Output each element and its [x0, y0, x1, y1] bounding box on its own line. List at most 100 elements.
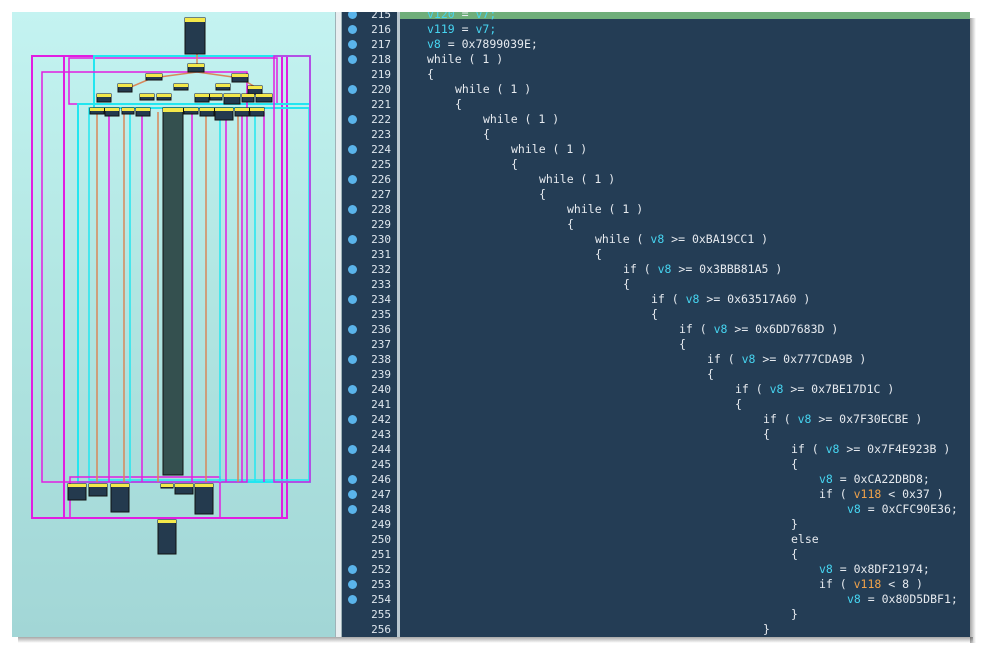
code-line[interactable]: v120 = v7; [427, 12, 496, 22]
gutter-line[interactable]: 222 [342, 112, 397, 127]
variable-token[interactable]: v8 [847, 502, 861, 516]
code-line[interactable]: { [539, 187, 546, 202]
gutter-line[interactable]: 253 [342, 577, 397, 592]
breakpoint-dot-icon[interactable] [348, 205, 357, 214]
code-line[interactable]: { [791, 457, 798, 472]
gutter-line[interactable]: 252 [342, 562, 397, 577]
breakpoint-dot-icon[interactable] [348, 325, 357, 334]
code-line[interactable]: { [651, 307, 658, 322]
breakpoint-dot-icon[interactable] [348, 295, 357, 304]
code-line[interactable]: v119 = v7; [427, 22, 496, 37]
code-line[interactable]: { [679, 337, 686, 352]
gutter-line[interactable]: 251 [342, 547, 397, 562]
gutter-line[interactable]: 217 [342, 37, 397, 52]
graph-node[interactable] [110, 483, 130, 513]
variable-token[interactable]: v120 [427, 12, 455, 21]
code-line[interactable]: while ( 1 ) [455, 82, 531, 97]
gutter-line[interactable]: 228 [342, 202, 397, 217]
breakpoint-dot-icon[interactable] [348, 445, 357, 454]
code-line[interactable]: { [595, 247, 602, 262]
variable-token[interactable]: v8 [819, 472, 833, 486]
variable-token[interactable]: v8 [685, 292, 700, 306]
variable-token[interactable]: v7; [475, 12, 497, 21]
code-line[interactable]: if ( v118 < 0x37 ) [819, 487, 944, 502]
gutter-line[interactable]: 233 [342, 277, 397, 292]
graph-node[interactable] [157, 519, 177, 555]
code-line[interactable]: while ( v8 >= 0xBA19CC1 ) [595, 232, 768, 247]
gutter-line[interactable]: 238 [342, 352, 397, 367]
gutter-line[interactable]: 219 [342, 67, 397, 82]
breakpoint-dot-icon[interactable] [348, 40, 357, 49]
breakpoint-dot-icon[interactable] [348, 25, 357, 34]
breakpoint-dot-icon[interactable] [348, 115, 357, 124]
gutter-line[interactable]: 247 [342, 487, 397, 502]
gutter-line[interactable]: 229 [342, 217, 397, 232]
breakpoint-dot-icon[interactable] [348, 475, 357, 484]
variable-token[interactable]: v8 [427, 37, 441, 51]
code-line[interactable]: while ( 1 ) [567, 202, 643, 217]
code-line[interactable]: while ( 1 ) [511, 142, 587, 157]
code-line[interactable]: if ( v8 >= 0x777CDA9B ) [707, 352, 866, 367]
code-line[interactable]: { [763, 427, 770, 442]
graph-node-large[interactable] [162, 107, 184, 476]
variable-token[interactable]: v8 [769, 382, 784, 396]
variable-token[interactable]: v7; [475, 22, 497, 36]
breakpoint-dot-icon[interactable] [348, 355, 357, 364]
gutter-line[interactable]: 250 [342, 532, 397, 547]
breakpoint-dot-icon[interactable] [348, 175, 357, 184]
gutter-line[interactable]: 227 [342, 187, 397, 202]
gutter-line[interactable]: 245 [342, 457, 397, 472]
code-line[interactable]: { [791, 547, 798, 562]
code-line[interactable]: while ( 1 ) [539, 172, 615, 187]
gutter-line[interactable]: 216 [342, 22, 397, 37]
breakpoint-dot-icon[interactable] [348, 580, 357, 589]
graph-nodes[interactable] [67, 17, 273, 555]
code-line[interactable]: if ( v8 >= 0x7F30ECBE ) [763, 412, 922, 427]
breakpoint-dot-icon[interactable] [348, 565, 357, 574]
gutter-line[interactable]: 235 [342, 307, 397, 322]
code-line[interactable]: while ( 1 ) [427, 52, 503, 67]
graph-node[interactable] [194, 483, 214, 515]
gutter-line[interactable]: 239 [342, 367, 397, 382]
variable-token[interactable]: v8 [797, 412, 812, 426]
variable-token[interactable]: v8 [713, 322, 728, 336]
variable-token[interactable]: v119 [427, 22, 455, 36]
code-line[interactable]: { [483, 127, 490, 142]
gutter-line[interactable]: 231 [342, 247, 397, 262]
gutter-line[interactable]: 256 [342, 622, 397, 637]
variable-token[interactable]: v8 [657, 262, 672, 276]
gutter-line[interactable]: 237 [342, 337, 397, 352]
gutter-line[interactable]: 243 [342, 427, 397, 442]
code-line[interactable]: v8 = 0x8DF21974; [819, 562, 930, 577]
code-line[interactable]: { [511, 157, 518, 172]
gutter-line[interactable]: 244 [342, 442, 397, 457]
gutter-line[interactable]: 218 [342, 52, 397, 67]
code-line[interactable]: v8 = 0x7899039E; [427, 37, 538, 52]
gutter-line[interactable]: 224 [342, 142, 397, 157]
breakpoint-dot-icon[interactable] [348, 235, 357, 244]
gutter-line[interactable]: 255 [342, 607, 397, 622]
gutter-line[interactable]: 225 [342, 157, 397, 172]
graph-overview-panel[interactable] [12, 12, 335, 637]
code-line[interactable]: } [763, 622, 770, 637]
code-line[interactable]: if ( v8 >= 0x63517A60 ) [651, 292, 810, 307]
graph-node[interactable] [184, 17, 206, 55]
code-line[interactable]: if ( v8 >= 0x7BE17D1C ) [735, 382, 894, 397]
gutter-line[interactable]: 242 [342, 412, 397, 427]
gutter-line[interactable]: 223 [342, 127, 397, 142]
code-line[interactable]: if ( v8 >= 0x6DD7683D ) [679, 322, 838, 337]
code-line[interactable]: if ( v8 >= 0x3BBB81A5 ) [623, 262, 782, 277]
gutter-line[interactable]: 248 [342, 502, 397, 517]
breakpoint-dot-icon[interactable] [348, 595, 357, 604]
gutter-line[interactable]: 240 [342, 382, 397, 397]
breakpoint-dot-icon[interactable] [348, 490, 357, 499]
code-line[interactable]: } [791, 517, 798, 532]
panel-splitter[interactable] [335, 12, 342, 637]
gutter-line[interactable]: 221 [342, 97, 397, 112]
code-line[interactable]: { [623, 277, 630, 292]
gutter-line[interactable]: 234 [342, 292, 397, 307]
variable-token[interactable]: v8 [847, 592, 861, 606]
gutter-line[interactable]: 230 [342, 232, 397, 247]
code-line[interactable]: v8 = 0xCFC90E36; [847, 502, 958, 517]
code-line[interactable]: { [455, 97, 462, 112]
